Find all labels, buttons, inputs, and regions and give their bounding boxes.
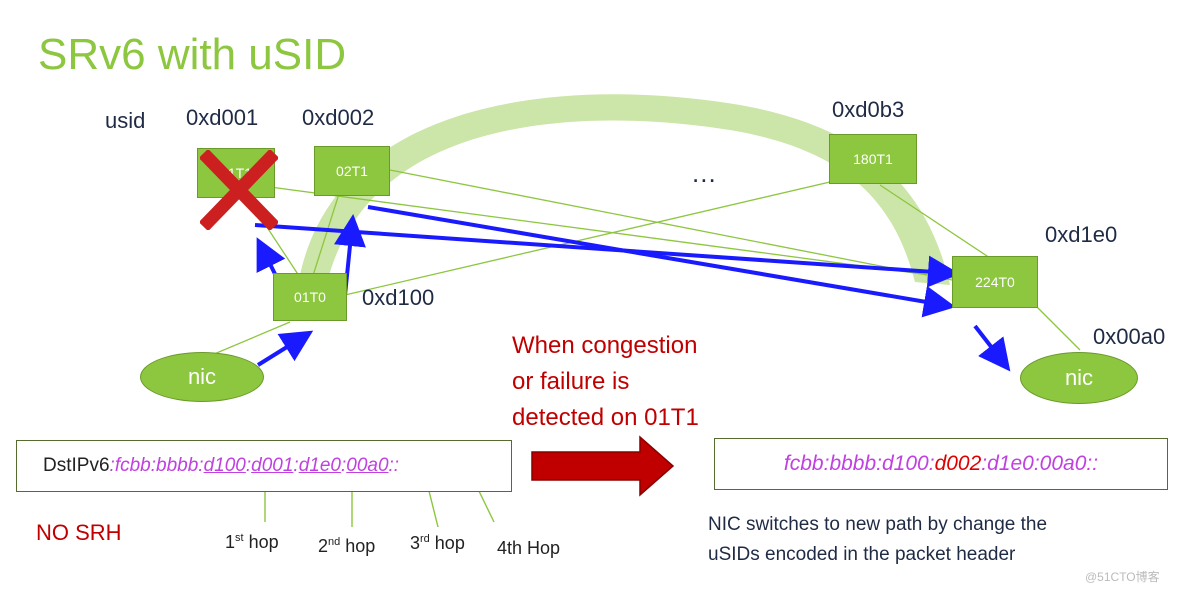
node-02T1: 02T1 bbox=[314, 146, 390, 196]
usid-label: usid bbox=[105, 108, 146, 133]
usid-d001: d001 bbox=[251, 455, 294, 476]
sid-nic-right-label: 0x00a0 bbox=[1093, 324, 1166, 349]
new-address-box: fcbb:bbbb:d100:d002:d1e0:00a0:: bbox=[714, 438, 1168, 490]
sid-02T1-label: 0xd002 bbox=[302, 105, 375, 130]
congestion-note: When congestion or failure is detected o… bbox=[512, 332, 699, 431]
dst-label: DstIPv6 bbox=[43, 455, 110, 476]
no-srh-label: NO SRH bbox=[36, 520, 122, 545]
usid-00a0: 00a0 bbox=[346, 455, 389, 476]
hop-2-label: 2nd hop bbox=[318, 536, 376, 556]
usid-d1e0: d1e0 bbox=[298, 455, 341, 476]
link-lines bbox=[199, 169, 1081, 361]
changed-usid: d002 bbox=[934, 452, 982, 475]
usid-d100: d100 bbox=[203, 455, 246, 476]
hop-4-label: 4th Hop bbox=[497, 538, 561, 558]
failure-x-icon bbox=[200, 150, 278, 230]
reroute-arc bbox=[298, 94, 950, 292]
ellipsis: ... bbox=[692, 158, 717, 188]
hop-1-label: 1st hop bbox=[225, 532, 279, 552]
hop-3-label: 3rd hop bbox=[410, 533, 465, 553]
dst-ipv6-box: DstIPv6: fcbb:bbbb:d100:d001:d1e0:00a0:: bbox=[16, 440, 512, 492]
node-01T0: 01T0 bbox=[273, 273, 347, 321]
transform-arrow bbox=[531, 435, 675, 497]
hop-pointers bbox=[264, 486, 495, 528]
footer-note: NIC switches to new path by change the u… bbox=[708, 514, 1048, 565]
sid-01T1-label: 0xd001 bbox=[186, 105, 259, 130]
path-arrows bbox=[254, 205, 1011, 372]
dst-address: fcbb:bbbb:d100:d001:d1e0:00a0:: bbox=[114, 455, 400, 476]
watermark: @51CTO博客 bbox=[1085, 570, 1160, 584]
new-address: fcbb:bbbb:d100:d002:d1e0:00a0:: bbox=[783, 452, 1099, 475]
sid-180T1-label: 0xd0b3 bbox=[832, 97, 905, 122]
nic-right: nic bbox=[1020, 352, 1138, 404]
nic-left: nic bbox=[140, 352, 264, 402]
dst-separator: : bbox=[109, 455, 115, 476]
node-180T1: 180T1 bbox=[829, 134, 917, 184]
page-title: SRv6 with uSID bbox=[38, 30, 347, 79]
sid-01T0-label: 0xd100 bbox=[362, 285, 435, 310]
sid-224T0-label: 0xd1e0 bbox=[1045, 222, 1118, 247]
node-224T0: 224T0 bbox=[952, 256, 1038, 308]
